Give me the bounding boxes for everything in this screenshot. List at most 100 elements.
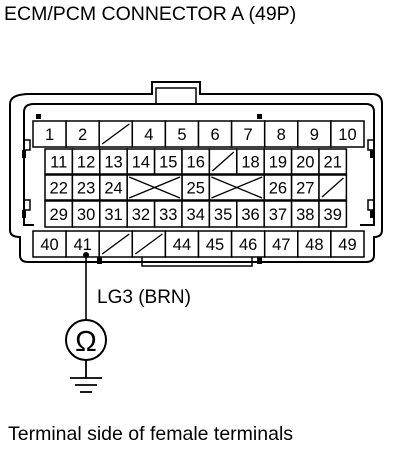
diagram-title: ECM/PCM CONNECTOR A (49P): [4, 3, 297, 25]
terminal-48: 48: [297, 230, 332, 258]
svg-text:6: 6: [210, 126, 219, 144]
terminal-6: 6: [197, 120, 233, 148]
terminal-37: 37: [263, 200, 293, 228]
svg-text:22: 22: [50, 180, 68, 198]
terminal-49: 49: [330, 230, 365, 258]
terminal-empty: [318, 174, 348, 201]
blocked-cavity: [126, 174, 183, 201]
terminal-14: 14: [126, 148, 156, 175]
svg-text:32: 32: [132, 206, 150, 224]
terminal-36: 36: [236, 200, 265, 228]
svg-text:44: 44: [173, 236, 191, 254]
terminal-13: 13: [99, 148, 128, 175]
svg-text:31: 31: [104, 206, 122, 224]
terminal-1: 1: [32, 120, 67, 148]
terminal-22: 22: [44, 174, 74, 201]
svg-text:29: 29: [50, 206, 68, 224]
blocked-cavity: [208, 174, 265, 201]
terminal-empty: [208, 148, 238, 175]
svg-text:14: 14: [132, 154, 150, 172]
terminal-empty: [98, 120, 134, 148]
svg-text:23: 23: [77, 180, 95, 198]
connector-housing: [9, 81, 383, 267]
terminal-20: 20: [290, 148, 320, 175]
terminal-19: 19: [263, 148, 293, 175]
terminal-7: 7: [230, 120, 266, 148]
terminal-2: 2: [65, 120, 100, 148]
svg-text:7: 7: [244, 126, 253, 144]
svg-text:2: 2: [78, 126, 87, 144]
svg-text:13: 13: [104, 154, 122, 172]
svg-text:20: 20: [296, 154, 314, 172]
svg-text:46: 46: [239, 236, 257, 254]
svg-text:45: 45: [206, 236, 224, 254]
svg-text:16: 16: [187, 154, 205, 172]
terminal-47: 47: [263, 230, 299, 258]
terminal-35: 35: [208, 200, 238, 228]
ground-icon: [70, 360, 102, 393]
svg-text:Ω: Ω: [75, 326, 97, 358]
terminal-39: 39: [318, 200, 348, 228]
svg-text:4: 4: [144, 126, 153, 144]
wire-label: LG3 (BRN): [97, 287, 191, 308]
svg-text:12: 12: [77, 154, 95, 172]
svg-text:10: 10: [338, 126, 356, 144]
ohmmeter-icon: Ω: [65, 319, 107, 361]
terminal-29: 29: [44, 200, 74, 228]
terminal-26: 26: [263, 174, 293, 201]
svg-text:39: 39: [324, 206, 342, 224]
svg-text:36: 36: [241, 206, 259, 224]
svg-text:18: 18: [241, 154, 259, 172]
svg-text:38: 38: [296, 206, 314, 224]
terminal-24: 24: [99, 174, 128, 201]
svg-text:35: 35: [214, 206, 232, 224]
terminal-46: 46: [230, 230, 266, 258]
terminal-23: 23: [71, 174, 101, 201]
svg-text:26: 26: [269, 180, 287, 198]
terminal-10: 10: [330, 120, 365, 148]
terminal-21: 21: [318, 148, 348, 175]
terminal-12: 12: [71, 148, 101, 175]
terminal-11: 11: [44, 148, 74, 175]
terminal-30: 30: [71, 200, 101, 228]
terminal-40: 40: [32, 230, 67, 258]
terminal-44: 44: [164, 230, 200, 258]
terminal-18: 18: [236, 148, 265, 175]
terminal-41: 41: [65, 230, 100, 258]
terminal-empty: [131, 230, 167, 258]
svg-text:9: 9: [310, 126, 319, 144]
svg-text:1: 1: [45, 126, 54, 144]
svg-text:37: 37: [269, 206, 287, 224]
svg-text:33: 33: [159, 206, 177, 224]
svg-text:48: 48: [305, 236, 323, 254]
terminal-45: 45: [197, 230, 233, 258]
svg-text:8: 8: [277, 126, 286, 144]
svg-text:24: 24: [104, 180, 122, 198]
svg-text:15: 15: [159, 154, 177, 172]
terminal-16: 16: [181, 148, 211, 175]
terminal-15: 15: [153, 148, 183, 175]
connector-keys: [22, 114, 374, 264]
svg-text:41: 41: [73, 236, 91, 254]
svg-text:25: 25: [187, 180, 205, 198]
terminal-empty: [98, 230, 134, 258]
terminal-5: 5: [164, 120, 200, 148]
svg-text:40: 40: [40, 236, 58, 254]
svg-text:49: 49: [338, 236, 356, 254]
terminal-33: 33: [153, 200, 183, 228]
svg-text:30: 30: [77, 206, 95, 224]
terminal-9: 9: [297, 120, 332, 148]
terminal-27: 27: [290, 174, 320, 201]
svg-text:5: 5: [177, 126, 186, 144]
terminal-32: 32: [126, 200, 156, 228]
svg-text:47: 47: [272, 236, 290, 254]
diagram-caption: Terminal side of female terminals: [8, 423, 294, 445]
terminal-8: 8: [263, 120, 299, 148]
svg-text:34: 34: [187, 206, 205, 224]
svg-text:19: 19: [269, 154, 287, 172]
probe-dot: [83, 252, 89, 258]
svg-text:27: 27: [296, 180, 314, 198]
terminal-34: 34: [181, 200, 211, 228]
